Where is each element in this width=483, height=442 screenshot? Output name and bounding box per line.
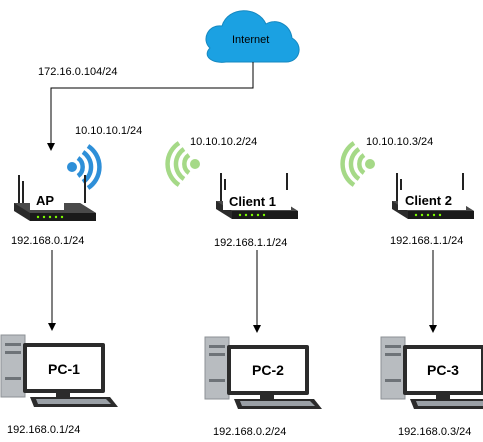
router-client1-name: Client 1 xyxy=(229,194,276,209)
pc1-ip: 192.168.0.1/24 xyxy=(7,424,81,436)
router-client1-plate xyxy=(223,190,291,210)
client2-lan-ip: 192.168.1.1/24 xyxy=(390,235,464,247)
client1-wifi-ip: 10.10.10.2/24 xyxy=(190,136,258,148)
cloud-label: Internet xyxy=(232,34,270,46)
pc2-ip: 192.168.0.2/24 xyxy=(213,426,287,438)
router-ap-plate xyxy=(30,190,64,210)
client1-lan-ip: 192.168.1.1/24 xyxy=(214,237,288,249)
pc2-name: PC-2 xyxy=(252,362,284,378)
pc3-name: PC-3 xyxy=(427,362,459,378)
client2-wifi-ip: 10.10.10.3/24 xyxy=(366,136,434,148)
wan-link xyxy=(47,62,254,151)
router-client2-name: Client 2 xyxy=(405,193,452,208)
wan-ip-label: 172.16.0.104/24 xyxy=(38,66,118,78)
pc1-name: PC-1 xyxy=(48,361,80,377)
ap-wifi-ip: 10.10.10.1/24 xyxy=(75,125,143,137)
cloud-shape xyxy=(205,10,300,63)
ap-lan-ip: 192.168.0.1/24 xyxy=(11,235,85,247)
pc3-ip: 192.168.0.3/24 xyxy=(398,426,472,438)
ap-wifi-icon xyxy=(68,146,100,188)
router-ap-name: AP xyxy=(36,193,55,208)
client2-wifi-icon xyxy=(343,143,375,185)
router-client2-plate xyxy=(398,190,466,210)
client1-wifi-icon xyxy=(168,143,200,185)
